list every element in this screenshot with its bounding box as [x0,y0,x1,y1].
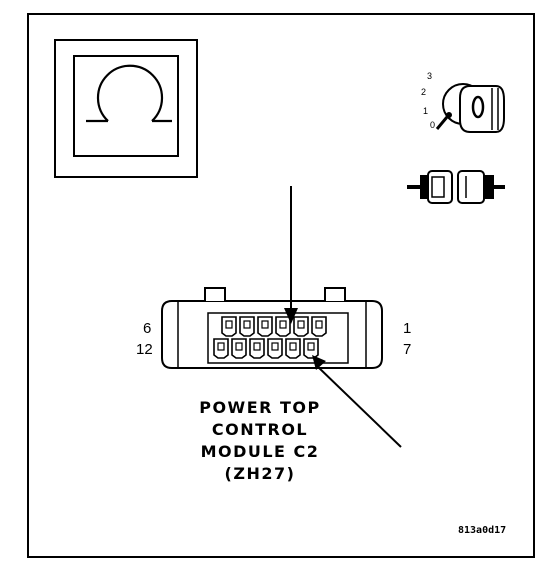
disconnect-connector-icon [407,170,505,204]
ignition-key-icon [435,83,505,133]
pin-number-left-top: 6 [143,320,152,337]
diagram-frame [27,13,535,558]
terminal-cavity [267,338,283,359]
reference-code: 813a0d17 [458,525,507,536]
terminal-cavity [239,316,255,337]
component-label-line1: POWER TOP [199,398,321,417]
component-label-line2: CONTROL [211,420,309,439]
pin-number-left-bottom: 12 [136,341,153,358]
ignition-position-2: 2 [421,87,427,97]
pin-number-right-top: 1 [403,320,412,337]
terminal-cavity [293,316,309,337]
probe-arrow-top [284,186,298,324]
ignition-position-3: 3 [427,71,433,81]
terminal-cavity [303,338,319,359]
terminal-cavity [275,316,291,337]
terminal-cavity [231,338,247,359]
pin-number-right-bottom: 7 [403,341,412,358]
terminal-cavity [311,316,327,337]
ohmmeter-symbol [54,39,198,178]
terminal-cavity [221,316,237,337]
ignition-position-0: 0 [430,120,436,130]
probe-arrow-bottom [312,355,402,448]
component-label-line4: (ZH27) [224,464,296,483]
terminal-cavity [249,338,265,359]
component-label-line3: MODULE C2 [200,442,320,461]
terminal-cavity [257,316,273,337]
ignition-position-1: 1 [423,106,429,116]
terminal-cavity [213,338,229,359]
terminal-cavity [285,338,301,359]
ohm-icon [86,64,172,123]
